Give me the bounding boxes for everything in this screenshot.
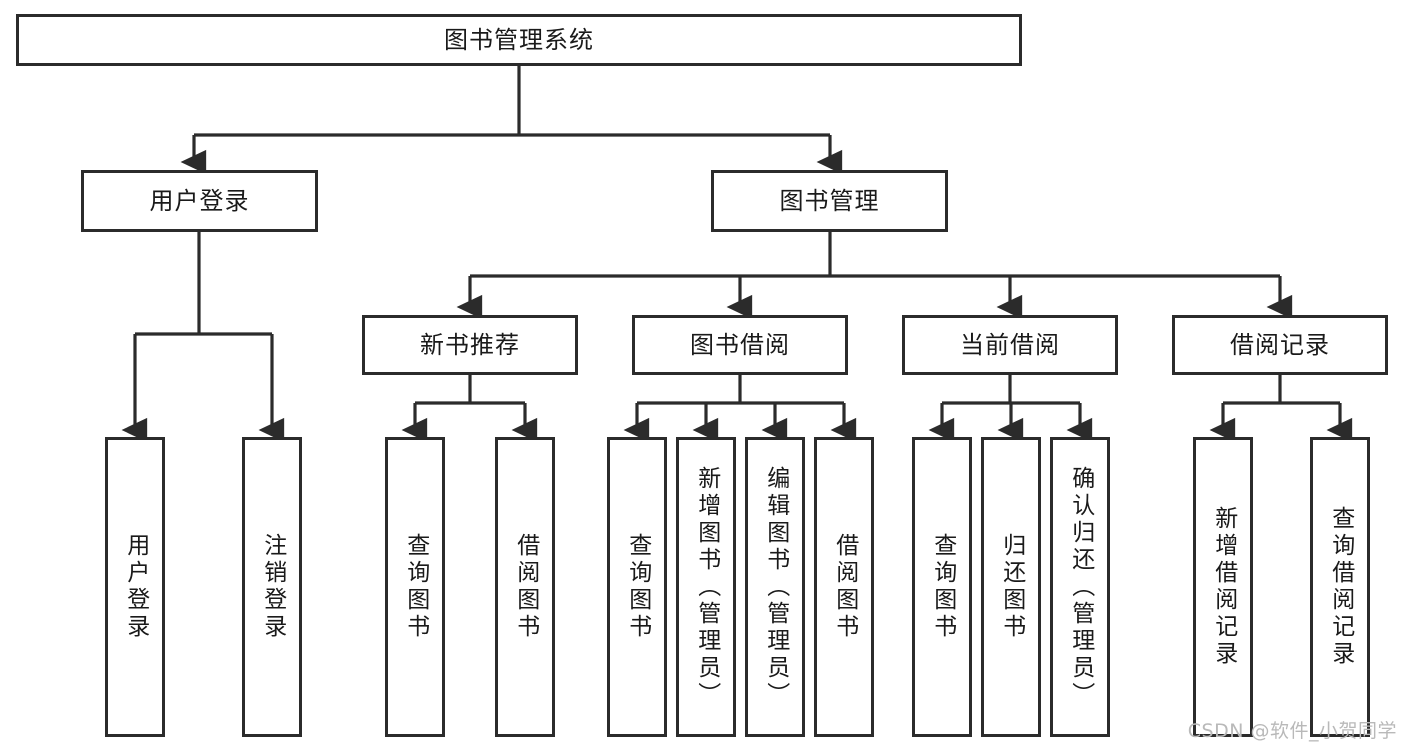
node-user-login[interactable]: 用户登录 — [81, 170, 318, 232]
node-label: 用户登录 — [122, 533, 149, 641]
node-leaf-query-book-borrow[interactable]: 查询图书 — [607, 437, 667, 737]
node-label: 归还图书 — [998, 533, 1025, 641]
node-leaf-add-borrow-record[interactable]: 新增借阅记录 — [1193, 437, 1253, 737]
node-label: 当前借阅 — [960, 330, 1060, 359]
node-leaf-add-book-admin[interactable]: 新增图书（管理员） — [676, 437, 736, 737]
node-label: 编辑图书（管理员） — [762, 465, 789, 709]
node-label: 图书管理 — [779, 186, 880, 215]
node-label: 借阅图书 — [512, 533, 539, 641]
node-label: 注销登录 — [259, 533, 286, 641]
node-label: 借阅记录 — [1230, 330, 1330, 359]
node-new-book-recommend[interactable]: 新书推荐 — [362, 315, 578, 375]
node-book-borrow[interactable]: 图书借阅 — [632, 315, 848, 375]
node-label: 新书推荐 — [420, 330, 520, 359]
node-label: 图书借阅 — [690, 330, 790, 359]
node-leaf-return-book[interactable]: 归还图书 — [981, 437, 1041, 737]
node-leaf-query-book-recommend[interactable]: 查询图书 — [385, 437, 445, 737]
node-leaf-borrow-book-recommend[interactable]: 借阅图书 — [495, 437, 555, 737]
node-borrow-record[interactable]: 借阅记录 — [1172, 315, 1388, 375]
node-leaf-confirm-return-admin[interactable]: 确认归还（管理员） — [1050, 437, 1110, 737]
node-current-borrow[interactable]: 当前借阅 — [902, 315, 1118, 375]
node-book-management[interactable]: 图书管理 — [711, 170, 948, 232]
node-label: 借阅图书 — [831, 533, 858, 641]
node-leaf-query-book-current[interactable]: 查询图书 — [912, 437, 972, 737]
node-label: 新增图书（管理员） — [693, 465, 720, 709]
node-leaf-edit-book-admin[interactable]: 编辑图书（管理员） — [745, 437, 805, 737]
node-label: 新增借阅记录 — [1210, 506, 1237, 668]
node-label: 确认归还（管理员） — [1067, 465, 1094, 709]
node-root-book-management-system[interactable]: 图书管理系统 — [16, 14, 1022, 66]
node-label: 查询图书 — [624, 533, 651, 641]
node-leaf-borrow-book[interactable]: 借阅图书 — [814, 437, 874, 737]
node-leaf-user-login[interactable]: 用户登录 — [105, 437, 165, 737]
node-label: 用户登录 — [149, 186, 250, 215]
node-label: 图书管理系统 — [444, 25, 594, 54]
node-leaf-query-borrow-record[interactable]: 查询借阅记录 — [1310, 437, 1370, 737]
node-label: 查询图书 — [929, 533, 956, 641]
node-leaf-logout[interactable]: 注销登录 — [242, 437, 302, 737]
node-label: 查询图书 — [402, 533, 429, 641]
node-label: 查询借阅记录 — [1327, 506, 1354, 668]
